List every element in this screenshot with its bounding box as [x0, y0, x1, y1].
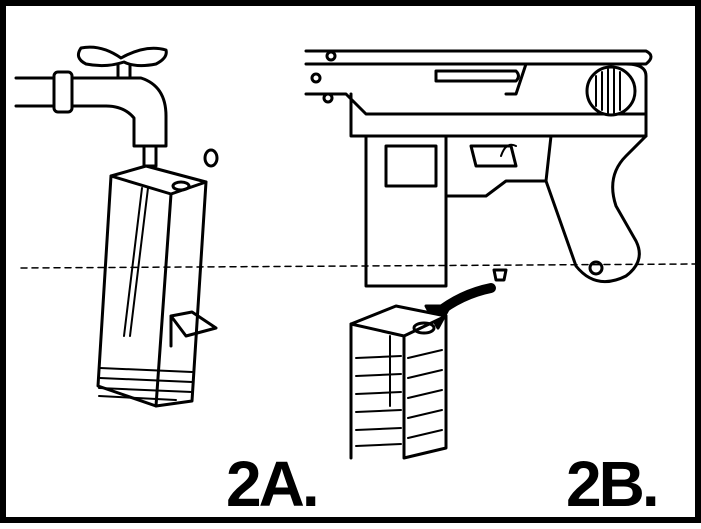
- illustration: [14, 45, 697, 460]
- magazine-reservoir-icon: [349, 304, 448, 460]
- magazine-reservoir-icon: [96, 164, 218, 408]
- figure-label-2b: 2B.: [566, 448, 660, 520]
- faucet-icon: [14, 45, 168, 168]
- water-pistol-icon: [304, 49, 653, 288]
- cap-plug-icon: [203, 148, 219, 168]
- figure-label-2a: 2A.: [226, 448, 320, 520]
